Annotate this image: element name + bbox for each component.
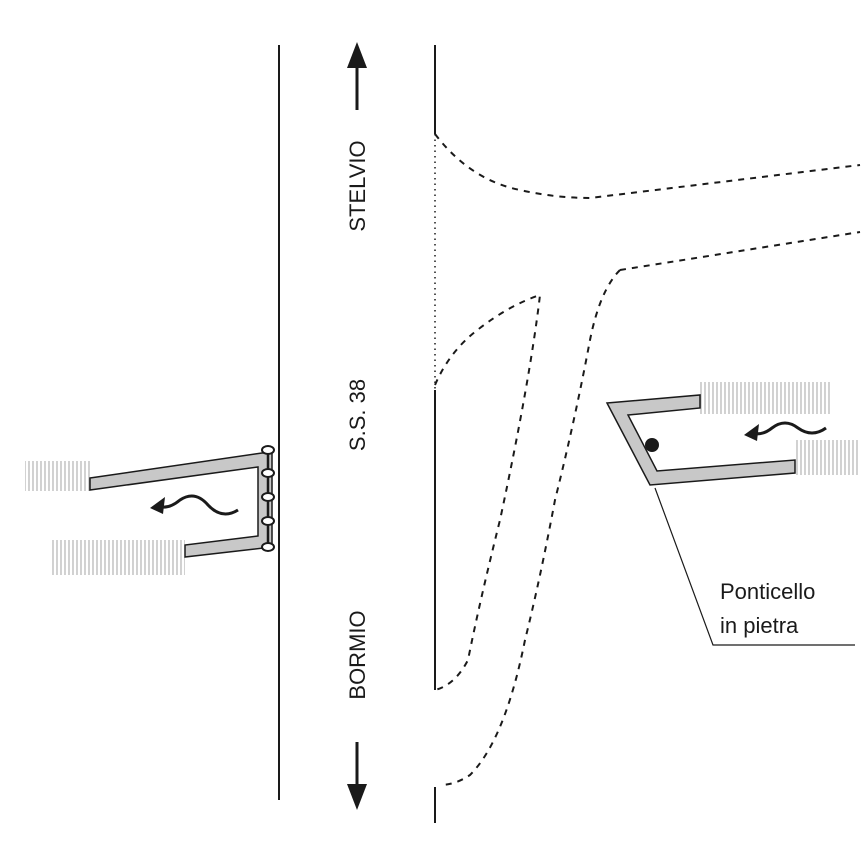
left-hatch-upper: [25, 461, 90, 491]
callout-line-2: in pietra: [720, 613, 799, 638]
left-hatch-lower: [50, 540, 185, 575]
label-bormio: BORMIO: [345, 610, 370, 699]
callout-line-1: Ponticello: [720, 579, 815, 604]
side-road-upper: [434, 133, 861, 271]
wavy-arrow-left-icon: [744, 421, 827, 441]
right-hatch-lower: [795, 440, 860, 475]
label-stelvio: STELVIO: [345, 140, 370, 231]
arrow-down-icon: [347, 742, 367, 810]
left-bolts: [261, 445, 275, 552]
arrow-up-icon: [347, 42, 367, 110]
side-road-branch: [434, 269, 621, 786]
label-road-number: S.S. 38: [345, 379, 370, 451]
left-culvert: [25, 445, 275, 575]
dot-marker-icon: [645, 438, 659, 452]
wavy-arrow-left-icon: [150, 494, 239, 516]
right-hatch-upper: [700, 382, 832, 414]
callout-leader: [654, 487, 855, 646]
right-culvert: [605, 382, 860, 486]
right-culvert-walls: [605, 394, 796, 486]
